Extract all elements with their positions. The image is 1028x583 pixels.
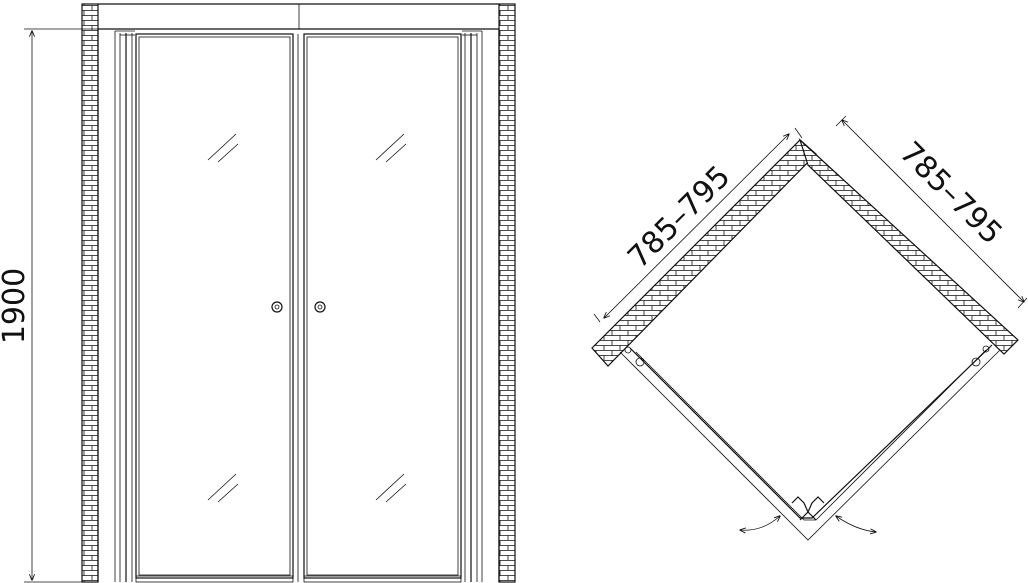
height-label: 1900 bbox=[0, 268, 32, 344]
left-width-label: 785–795 bbox=[621, 159, 737, 275]
right-swing-arrow bbox=[836, 516, 876, 532]
right-wall bbox=[498, 3, 516, 583]
right-door-handle bbox=[314, 301, 326, 313]
front-view: 1900 bbox=[0, 3, 516, 583]
top-header bbox=[98, 3, 499, 30]
left-profile bbox=[97, 29, 135, 582]
left-door-handle bbox=[271, 301, 283, 313]
right-profile bbox=[462, 29, 500, 582]
right-width-label: 785–795 bbox=[893, 135, 1009, 251]
height-dimension: 1900 bbox=[0, 28, 98, 583]
glass-mark bbox=[207, 133, 239, 503]
plan-view: 785–795 785–795 bbox=[591, 115, 1028, 541]
left-width-dimension: 785–795 bbox=[593, 127, 803, 323]
glass-mark bbox=[375, 133, 407, 503]
left-swing-arrow bbox=[740, 516, 780, 530]
left-door bbox=[135, 33, 294, 583]
left-wall bbox=[81, 3, 99, 583]
door-leaves bbox=[791, 496, 825, 521]
right-door bbox=[303, 33, 462, 583]
enclosure-outline bbox=[619, 344, 1001, 541]
